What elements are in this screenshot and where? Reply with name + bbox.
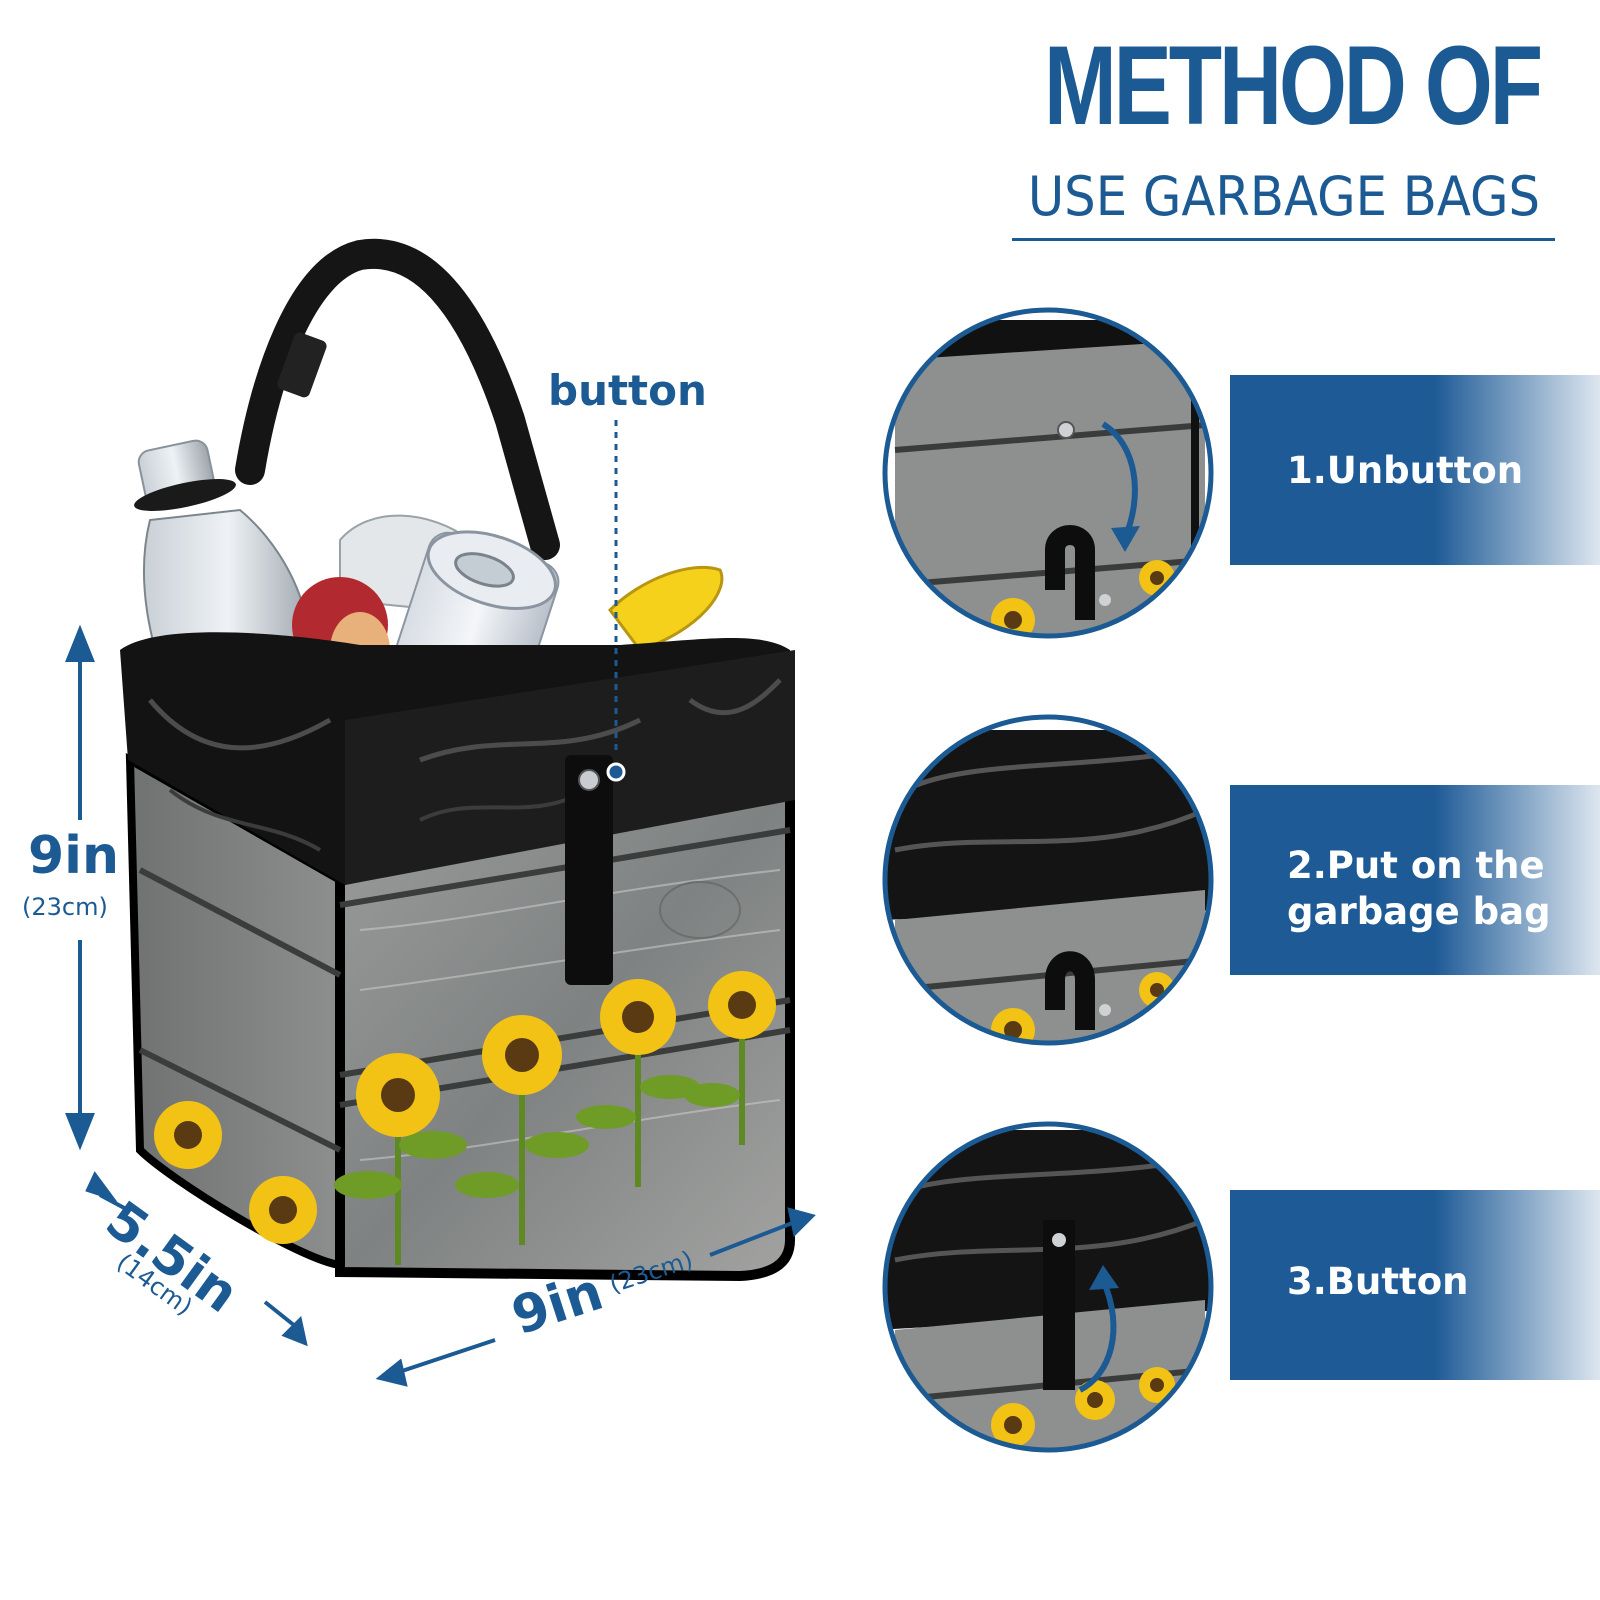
page-title: METHOD OF [1043, 23, 1543, 148]
shoulder-strap [235, 238, 560, 560]
snap-button [578, 769, 600, 791]
step-3-band [1230, 1190, 1600, 1380]
step-3-image [882, 1121, 1214, 1453]
height-metric: (23cm) [22, 893, 108, 921]
step-circles [882, 307, 1214, 1453]
curved-arrow-down-icon [1101, 421, 1138, 540]
step-1-band [1230, 375, 1600, 565]
button-callout-label: button [548, 366, 707, 415]
width-arrow-right [709, 1218, 801, 1257]
sunflowers [154, 971, 776, 1265]
page-subtitle: USE GARBAGE BAGS [1027, 165, 1540, 228]
step-3-label: 3.Button [1287, 1260, 1469, 1303]
dimension-arrows [65, 624, 816, 1387]
strap-buckle [277, 332, 327, 398]
height-label: 9in [28, 826, 120, 886]
step-2-image [882, 714, 1214, 1046]
title-underline [1012, 238, 1555, 241]
step-2-band [1230, 785, 1600, 975]
step-2-label-line2: garbage bag [1287, 890, 1551, 934]
front-tab-strap [565, 755, 613, 985]
banana [608, 565, 724, 652]
step-1-image [882, 307, 1214, 639]
width-arrow-left [389, 1338, 496, 1377]
product-illustration [65, 238, 816, 1387]
button-callout-dot [606, 762, 626, 782]
step-1-label: 1.Unbutton [1287, 449, 1524, 492]
step-2-label-line1: 2.Put on the [1287, 844, 1545, 887]
step-2-label: 2.Put on the garbage bag [1287, 843, 1551, 936]
curved-arrow-up-icon [1078, 1278, 1117, 1393]
